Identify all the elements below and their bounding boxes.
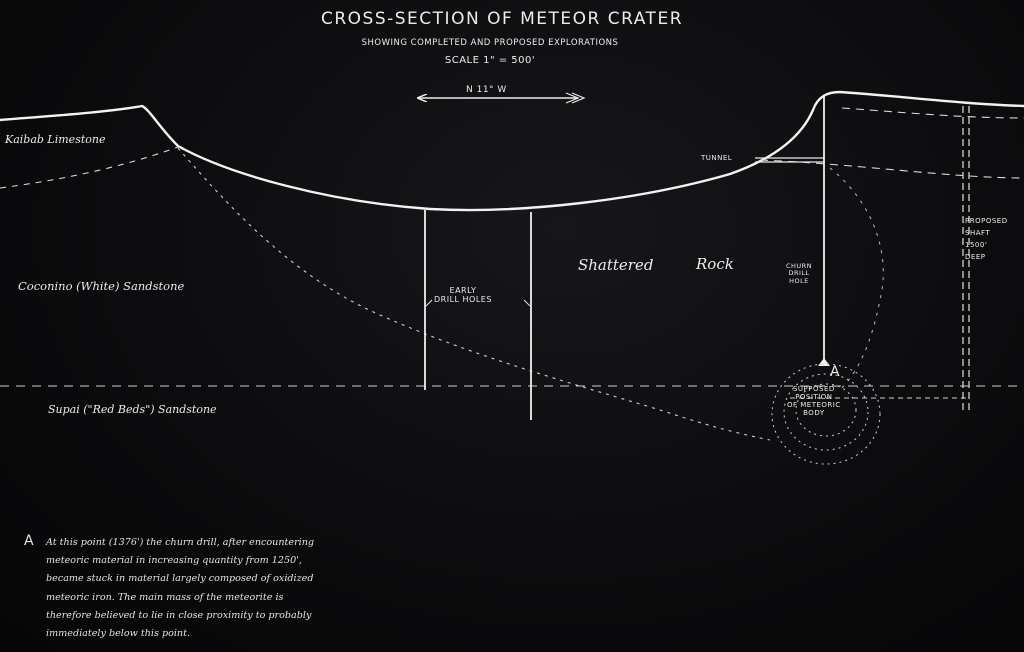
churn-drill-hole-label: CHURN DRILL HOLE <box>786 262 813 285</box>
tunnel-label: TUNNEL <box>701 154 733 162</box>
scale-label: SCALE 1" = 500' <box>444 55 536 66</box>
early-drill-holes-line: EARLY <box>449 286 477 295</box>
proposed-shaft-line: DEEP <box>965 252 986 261</box>
footnote-line: meteoric material in increasing quantity… <box>46 555 302 567</box>
proposed-shaft-line: SHAFT <box>965 228 991 237</box>
footnote: A At this point (1376') the churn drill,… <box>24 533 386 643</box>
supai-sandstone-label: Supai ("Red Beds") Sandstone <box>48 403 217 416</box>
subtitle: SHOWING COMPLETED AND PROPOSED EXPLORATI… <box>361 38 619 48</box>
kaibab-boundary-left <box>0 146 179 189</box>
supposed-position-label: SUPPOSED POSITION OF METEORIC BODY <box>787 385 841 417</box>
proposed-shaft <box>962 106 970 410</box>
shattered-rock-boundary <box>177 147 771 441</box>
footnote-line: At this point (1376') the churn drill, a… <box>46 537 315 548</box>
churn-drill-hole-line: CHURN <box>786 262 813 270</box>
proposed-shaft-line: PROPOSED <box>965 217 1008 225</box>
kaibab-top-right <box>841 107 1024 119</box>
churn-drill-hole-line: HOLE <box>789 276 809 285</box>
meteoric-body <box>771 363 881 465</box>
footnote-mark: A <box>24 533 34 549</box>
early-drill-holes-label: EARLY DRILL HOLES <box>434 286 492 304</box>
page-title: CROSS-SECTION OF METEOR CRATER <box>320 9 683 29</box>
proposed-shaft-line: 1500' <box>965 240 988 249</box>
churn-drill-hole-line: DRILL <box>788 269 810 278</box>
drill-tip <box>818 358 830 366</box>
rock-label: Rock <box>696 255 734 273</box>
shattered-label: Shattered <box>578 256 654 274</box>
supposed-position-line: SUPPOSED <box>792 385 835 393</box>
kaibab-limestone-label: Kaibab Limestone <box>5 133 106 146</box>
footnote-line: immediately below this point. <box>46 628 191 640</box>
coconino-sandstone-label: Coconino (White) Sandstone <box>18 279 185 293</box>
direction-label: N 11° W <box>466 85 507 95</box>
crater-profile <box>0 90 1024 212</box>
drill-holes-pointer <box>425 299 531 307</box>
early-drill-holes-line: DRILL HOLES <box>434 295 492 305</box>
supposed-position-line: POSITION <box>795 393 833 402</box>
supposed-position-line: BODY <box>803 409 825 418</box>
footnote-line: therefore believed to lie in close proxi… <box>46 609 312 621</box>
kaibab-boundary-right <box>759 159 1024 179</box>
supposed-position-line: OF METEORIC <box>787 401 841 410</box>
direction-arrow <box>418 92 586 104</box>
footnote-line: became stuck in material largely compose… <box>46 573 314 585</box>
tunnel <box>755 157 825 163</box>
point-a-marker: A <box>830 364 840 380</box>
proposed-shaft-label: PROPOSED SHAFT 1500' DEEP <box>965 216 1008 264</box>
footnote-line: meteoric iron. The main mass of the mete… <box>46 591 284 603</box>
footnote-body: At this point (1376') the churn drill, a… <box>26 534 386 643</box>
shattered-rock-boundary-right <box>829 167 884 391</box>
